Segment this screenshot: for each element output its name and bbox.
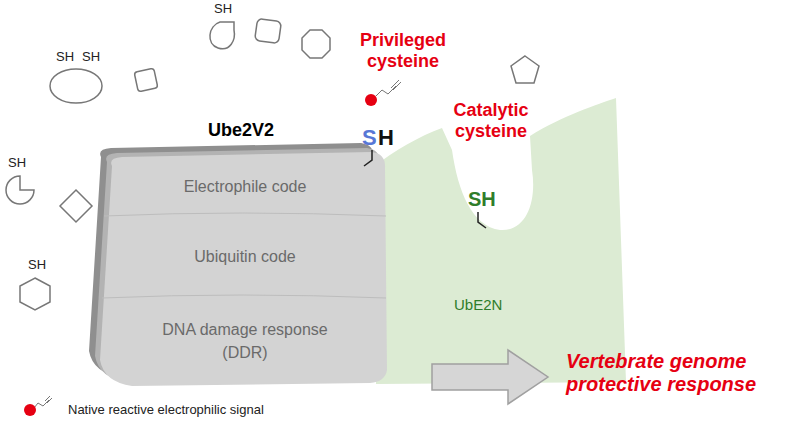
callout-title: Catalytic cysteine	[446, 100, 536, 141]
legend-text: Native reactive electrophilic signal	[68, 402, 264, 417]
protein-block: Electrophile codeUbiquitin codeDNA damag…	[95, 112, 387, 388]
protein-partner: UbE2N	[380, 100, 620, 382]
catalytic-stem	[478, 212, 486, 228]
protein-name: Ube2V2	[95, 120, 387, 141]
thiol-label: SH	[82, 50, 100, 65]
small-molecules	[6, 18, 539, 310]
legend-swatch	[24, 404, 36, 416]
code-band: DNA damage response (DDR)	[105, 298, 385, 384]
callout-title: Privileged cysteine	[358, 30, 448, 71]
cysteine-sulfur: S	[362, 125, 377, 150]
band-label: DNA damage response (DDR)	[145, 318, 345, 364]
code-band: Ubiquitin code	[105, 216, 385, 298]
catalytic-thiol: SH	[468, 188, 496, 211]
electrophile-dot	[365, 94, 377, 106]
band-label: Electrophile code	[184, 175, 307, 198]
outcome-text: Vertebrate genome protective response	[566, 350, 794, 396]
thiol-label: SH	[214, 2, 232, 17]
ube2v2-block	[89, 143, 387, 386]
thiol-label: SH	[28, 258, 46, 273]
response-arrow	[432, 350, 548, 404]
ube2n-shape	[372, 98, 626, 384]
thiol-label: SH	[56, 50, 74, 65]
thiol-label: SH	[8, 156, 26, 171]
privileged-stem	[364, 150, 372, 166]
code-band: Electrophile code	[105, 158, 385, 216]
band-label: Ubiquitin code	[194, 245, 295, 268]
probe-glyph	[376, 80, 401, 96]
legend-probe	[34, 396, 52, 408]
legend-entry: Native reactive electrophilic signal	[24, 402, 264, 417]
protein-name: UbE2N	[454, 296, 502, 313]
cysteine-hydrogen: H	[378, 125, 394, 150]
